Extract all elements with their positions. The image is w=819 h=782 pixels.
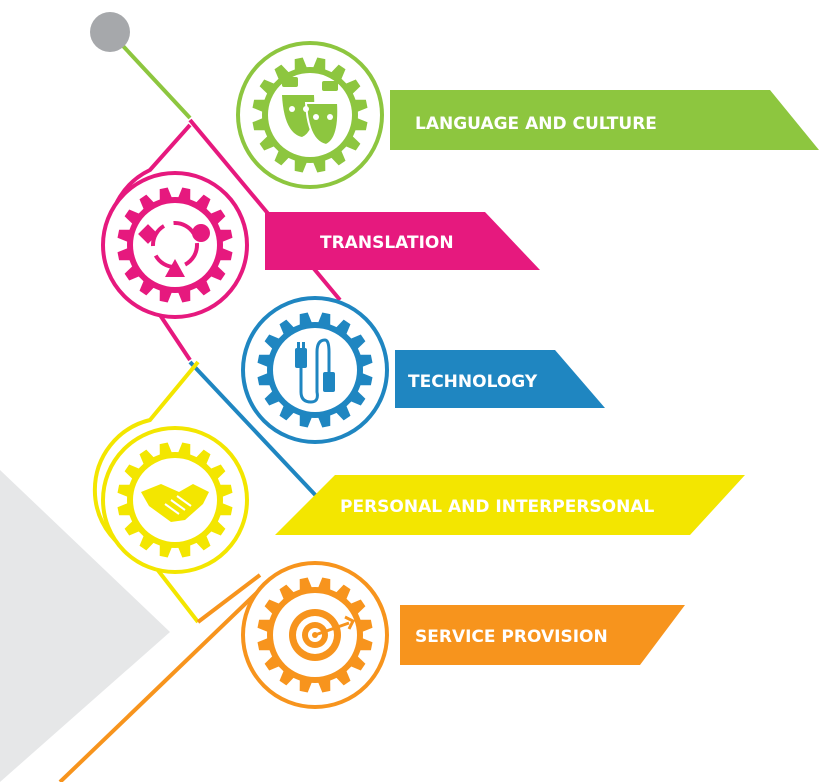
gear-shapes-cycle — [101, 171, 249, 319]
background-triangle — [0, 470, 170, 782]
banner-label-service-provision: SERVICE PROVISION — [415, 627, 608, 647]
gear-theatre-masks — [236, 41, 384, 189]
banner-personal-and-interpersonal: PERSONAL AND INTERPERSONAL — [275, 475, 745, 535]
handshake-icon — [141, 484, 209, 522]
gear-target — [241, 561, 389, 709]
banner-label-language-and-culture: LANGUAGE AND CULTURE — [415, 114, 657, 134]
banner-language-and-culture: LANGUAGE AND CULTURE — [390, 90, 819, 150]
banner-service-provision: SERVICE PROVISION — [400, 605, 685, 665]
gear-handshake — [101, 426, 249, 574]
target-icon — [289, 609, 356, 661]
banner-technology: TECHNOLOGY — [395, 350, 605, 408]
gear-plug-cable — [241, 296, 389, 444]
gear-inner-disk — [133, 203, 217, 287]
start-dot — [90, 12, 130, 52]
banner-label-personal-and-interpersonal: PERSONAL AND INTERPERSONAL — [340, 497, 655, 517]
banner-translation: TRANSLATION — [265, 212, 540, 270]
gears — [101, 41, 389, 709]
theatre-masks-icon — [282, 77, 340, 147]
banner-label-technology: TECHNOLOGY — [408, 372, 538, 392]
gear-inner-disk — [273, 328, 357, 412]
orange-diagonal — [58, 578, 272, 782]
banner-label-translation: TRANSLATION — [320, 233, 454, 253]
blue-diagonal — [188, 360, 322, 502]
shapes-cycle-icon — [138, 221, 210, 277]
plug-cable-icon — [295, 338, 335, 404]
orange-upper — [196, 573, 262, 624]
